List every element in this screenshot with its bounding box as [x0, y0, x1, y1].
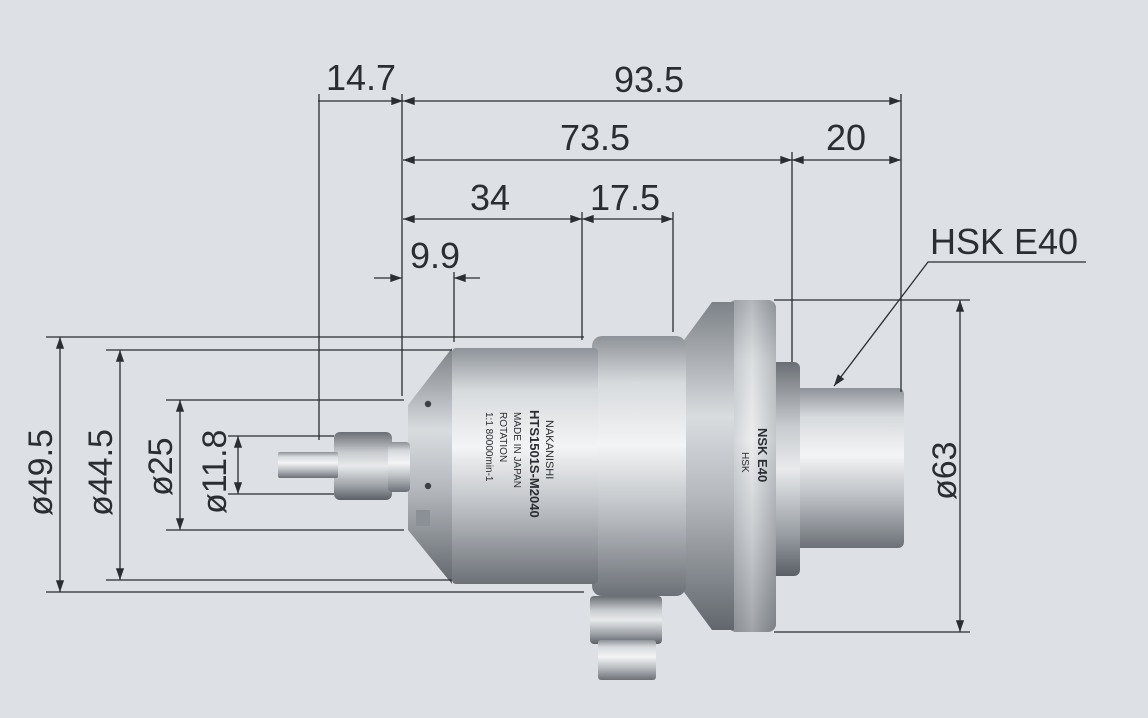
collet-nut [334, 432, 392, 500]
ratio-mark: 1:1 80000min-1 [483, 412, 494, 482]
dim-dia-nose: ø25 [142, 437, 180, 496]
dimension-labels: 14.7 93.5 73.5 20 34 17.5 9.9 HSK E40 ø4… [22, 57, 1078, 516]
air-fitting-nut [598, 640, 656, 680]
dim-shank-length: 20 [826, 117, 866, 158]
hsk-shank [790, 388, 904, 548]
dim-dia-body: ø44.5 [82, 429, 120, 516]
origin-mark: MADE IN JAPAN [511, 412, 522, 488]
hsk-collar [770, 362, 800, 576]
dim-body-length: 73.5 [560, 117, 630, 158]
tool-stub [278, 452, 338, 478]
dim-collar-length: 17.5 [590, 177, 660, 218]
label-hsk: HSK E40 [930, 221, 1078, 262]
dim-nose-length: 9.9 [410, 235, 460, 276]
spindle-illustration [278, 300, 904, 680]
dim-stub-length: 14.7 [326, 57, 396, 98]
brand-mark: NAKANISHI [543, 420, 555, 479]
nose-cone [408, 348, 452, 584]
dim-dia-flange: ø63 [926, 441, 964, 500]
dim-dia-outer: ø49.5 [22, 429, 60, 516]
flange-taper [684, 302, 734, 630]
flange-mark: NSK E40 [755, 428, 770, 482]
air-fitting [590, 596, 662, 644]
rotation-mark: ROTATION [497, 412, 508, 462]
main-head [452, 348, 598, 584]
dimension-lines [46, 94, 1086, 633]
dim-overall-length: 93.5 [614, 59, 684, 100]
model-mark: HTS1501S-M2040 [527, 410, 542, 518]
dim-head-length: 34 [470, 177, 510, 218]
mid-collar [592, 336, 686, 596]
product-markings: NAKANISHI HTS1501S-M2040 MADE IN JAPAN R… [483, 410, 770, 518]
flange-mark-hsk: HSK [739, 452, 750, 473]
dim-dia-collet: ø11.8 [196, 430, 234, 514]
